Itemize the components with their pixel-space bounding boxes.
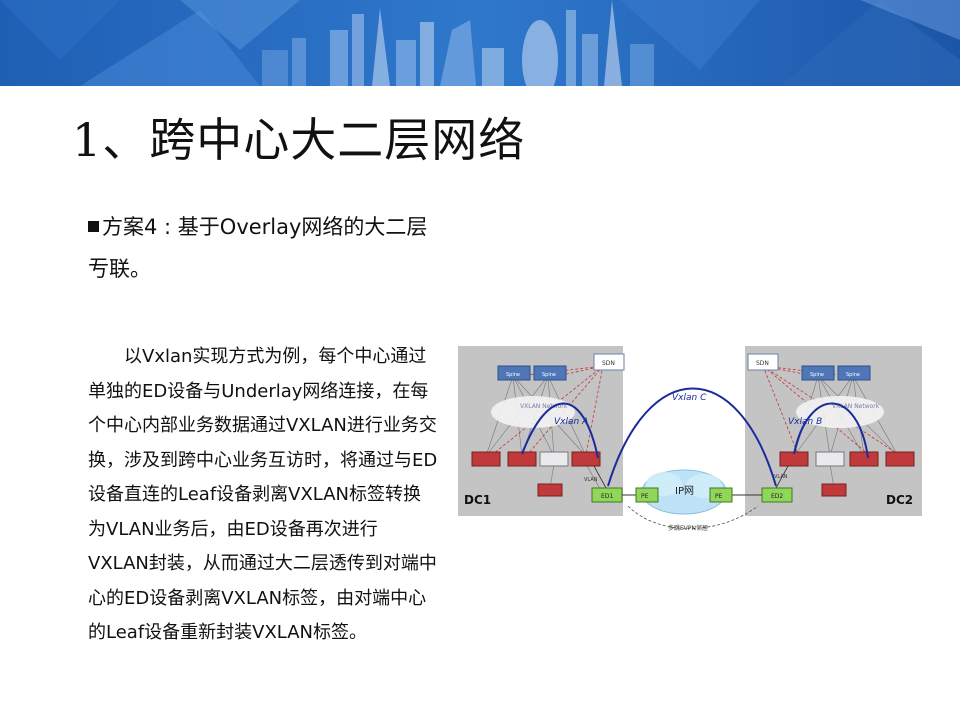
svg-text:SDN: SDN bbox=[602, 360, 615, 367]
leaf-node bbox=[471, 451, 501, 467]
spine-node bbox=[801, 365, 835, 381]
evpn-label: 多跳EVPN邻居 bbox=[668, 524, 708, 532]
svg-text:Spine: Spine bbox=[506, 372, 520, 378]
leaf-node bbox=[815, 451, 845, 467]
server-node bbox=[821, 483, 847, 497]
vxlan-c-arc bbox=[607, 387, 777, 487]
svg-text:SDN: SDN bbox=[756, 360, 769, 367]
spine-node bbox=[497, 365, 531, 381]
spine-node bbox=[533, 365, 567, 381]
square-bullet-icon bbox=[88, 221, 99, 232]
svg-text:ED2: ED2 bbox=[771, 493, 783, 500]
sdn-controller bbox=[747, 353, 779, 371]
spine-node bbox=[837, 365, 871, 381]
bullet-text: 方案4 : 基于Overlay网络的大二层亐联。 bbox=[88, 215, 428, 281]
bullet-point: 方案4 : 基于Overlay网络的大二层亐联。 bbox=[88, 206, 428, 290]
vxlan-c-label: Vxlan C bbox=[672, 393, 707, 403]
leaf-node bbox=[571, 451, 601, 467]
svg-text:PE: PE bbox=[715, 493, 723, 500]
leaf-node bbox=[849, 451, 879, 467]
vxlan-a-label: Vxlan A bbox=[554, 417, 588, 427]
vxlan-cloud-dc1 bbox=[491, 396, 575, 428]
leaf-node bbox=[507, 451, 537, 467]
svg-text:Spine: Spine bbox=[542, 372, 556, 378]
pe-node bbox=[709, 487, 733, 503]
vlan-label-dc1: VLAN bbox=[584, 477, 598, 483]
server-node bbox=[537, 483, 563, 497]
header-banner bbox=[0, 0, 960, 86]
vxlan-a-arc bbox=[521, 402, 599, 459]
vxlan-network-label-dc2: VXLAN Network bbox=[832, 403, 880, 410]
pe-node bbox=[635, 487, 659, 503]
dc1-label: DC1 bbox=[464, 493, 491, 507]
svg-text:Spine: Spine bbox=[846, 372, 860, 378]
leaf-node bbox=[539, 451, 569, 467]
vxlan-cloud-dc2 bbox=[796, 396, 884, 428]
city-skyline-image bbox=[0, 0, 960, 86]
ip-network-label: IP网 bbox=[675, 485, 694, 497]
evpn-arc bbox=[627, 505, 759, 529]
body-paragraph: 以Vxlan实现方式为例，每个中心通过单独的ED设备与Underlay网络连接，… bbox=[88, 340, 438, 651]
sdn-controller bbox=[593, 353, 625, 371]
svg-text:ED1: ED1 bbox=[601, 493, 613, 500]
body-text: 以Vxlan实现方式为例，每个中心通过单独的ED设备与Underlay网络连接，… bbox=[88, 346, 438, 643]
svg-text:PE: PE bbox=[641, 493, 649, 500]
network-diagram: VXLAN Network Vxlan A Spine Spine SDN VL… bbox=[458, 346, 922, 532]
vxlan-network-label-dc1: VXLAN Network bbox=[520, 403, 568, 410]
svg-text:Spine: Spine bbox=[810, 372, 824, 378]
slide-title: 1、跨中心大二层网络 bbox=[72, 113, 526, 167]
vlan-label-dc2: VLAN bbox=[774, 474, 788, 480]
leaf-node bbox=[779, 451, 809, 467]
vxlan-b-arc bbox=[793, 402, 869, 459]
leaf-node bbox=[885, 451, 915, 467]
dc2-label: DC2 bbox=[886, 493, 913, 507]
